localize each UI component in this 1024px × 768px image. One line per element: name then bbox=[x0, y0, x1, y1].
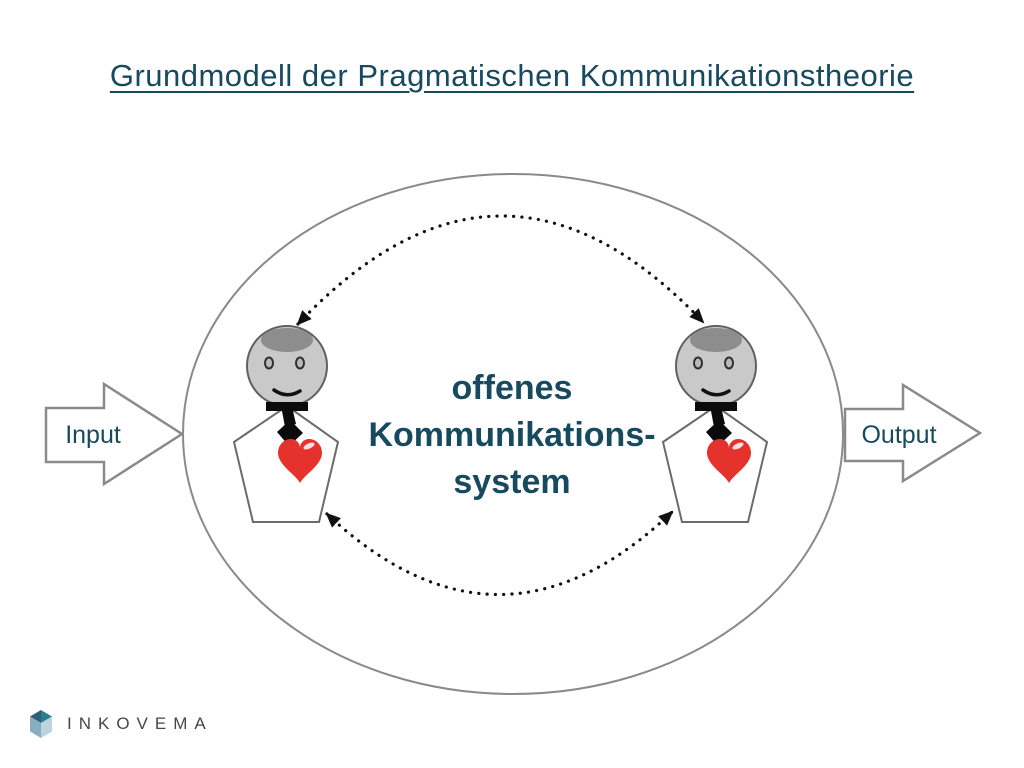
communication-arc-bottom bbox=[325, 510, 674, 596]
system-label-line1: offenes bbox=[451, 369, 573, 407]
system-label-line2: Kommunikations- bbox=[368, 416, 656, 454]
inkovema-logo: INKOVEMA bbox=[29, 709, 213, 739]
system-label-line3: system bbox=[453, 463, 571, 501]
page-title-text: Grundmodell der Pragmatischen Kommunikat… bbox=[109, 58, 915, 93]
page-title: Grundmodell der Pragmatischen Kommunikat… bbox=[0, 58, 1024, 94]
input-block-arrow bbox=[44, 381, 185, 487]
output-label: Output bbox=[861, 421, 937, 449]
communication-arc-top bbox=[296, 214, 705, 326]
input-label: Input bbox=[65, 421, 121, 449]
logo-text: INKOVEMA bbox=[67, 714, 213, 733]
output-block-arrow bbox=[843, 382, 983, 484]
cube-icon bbox=[30, 710, 52, 738]
system-label: offenes Kommunikations- system bbox=[312, 365, 712, 506]
